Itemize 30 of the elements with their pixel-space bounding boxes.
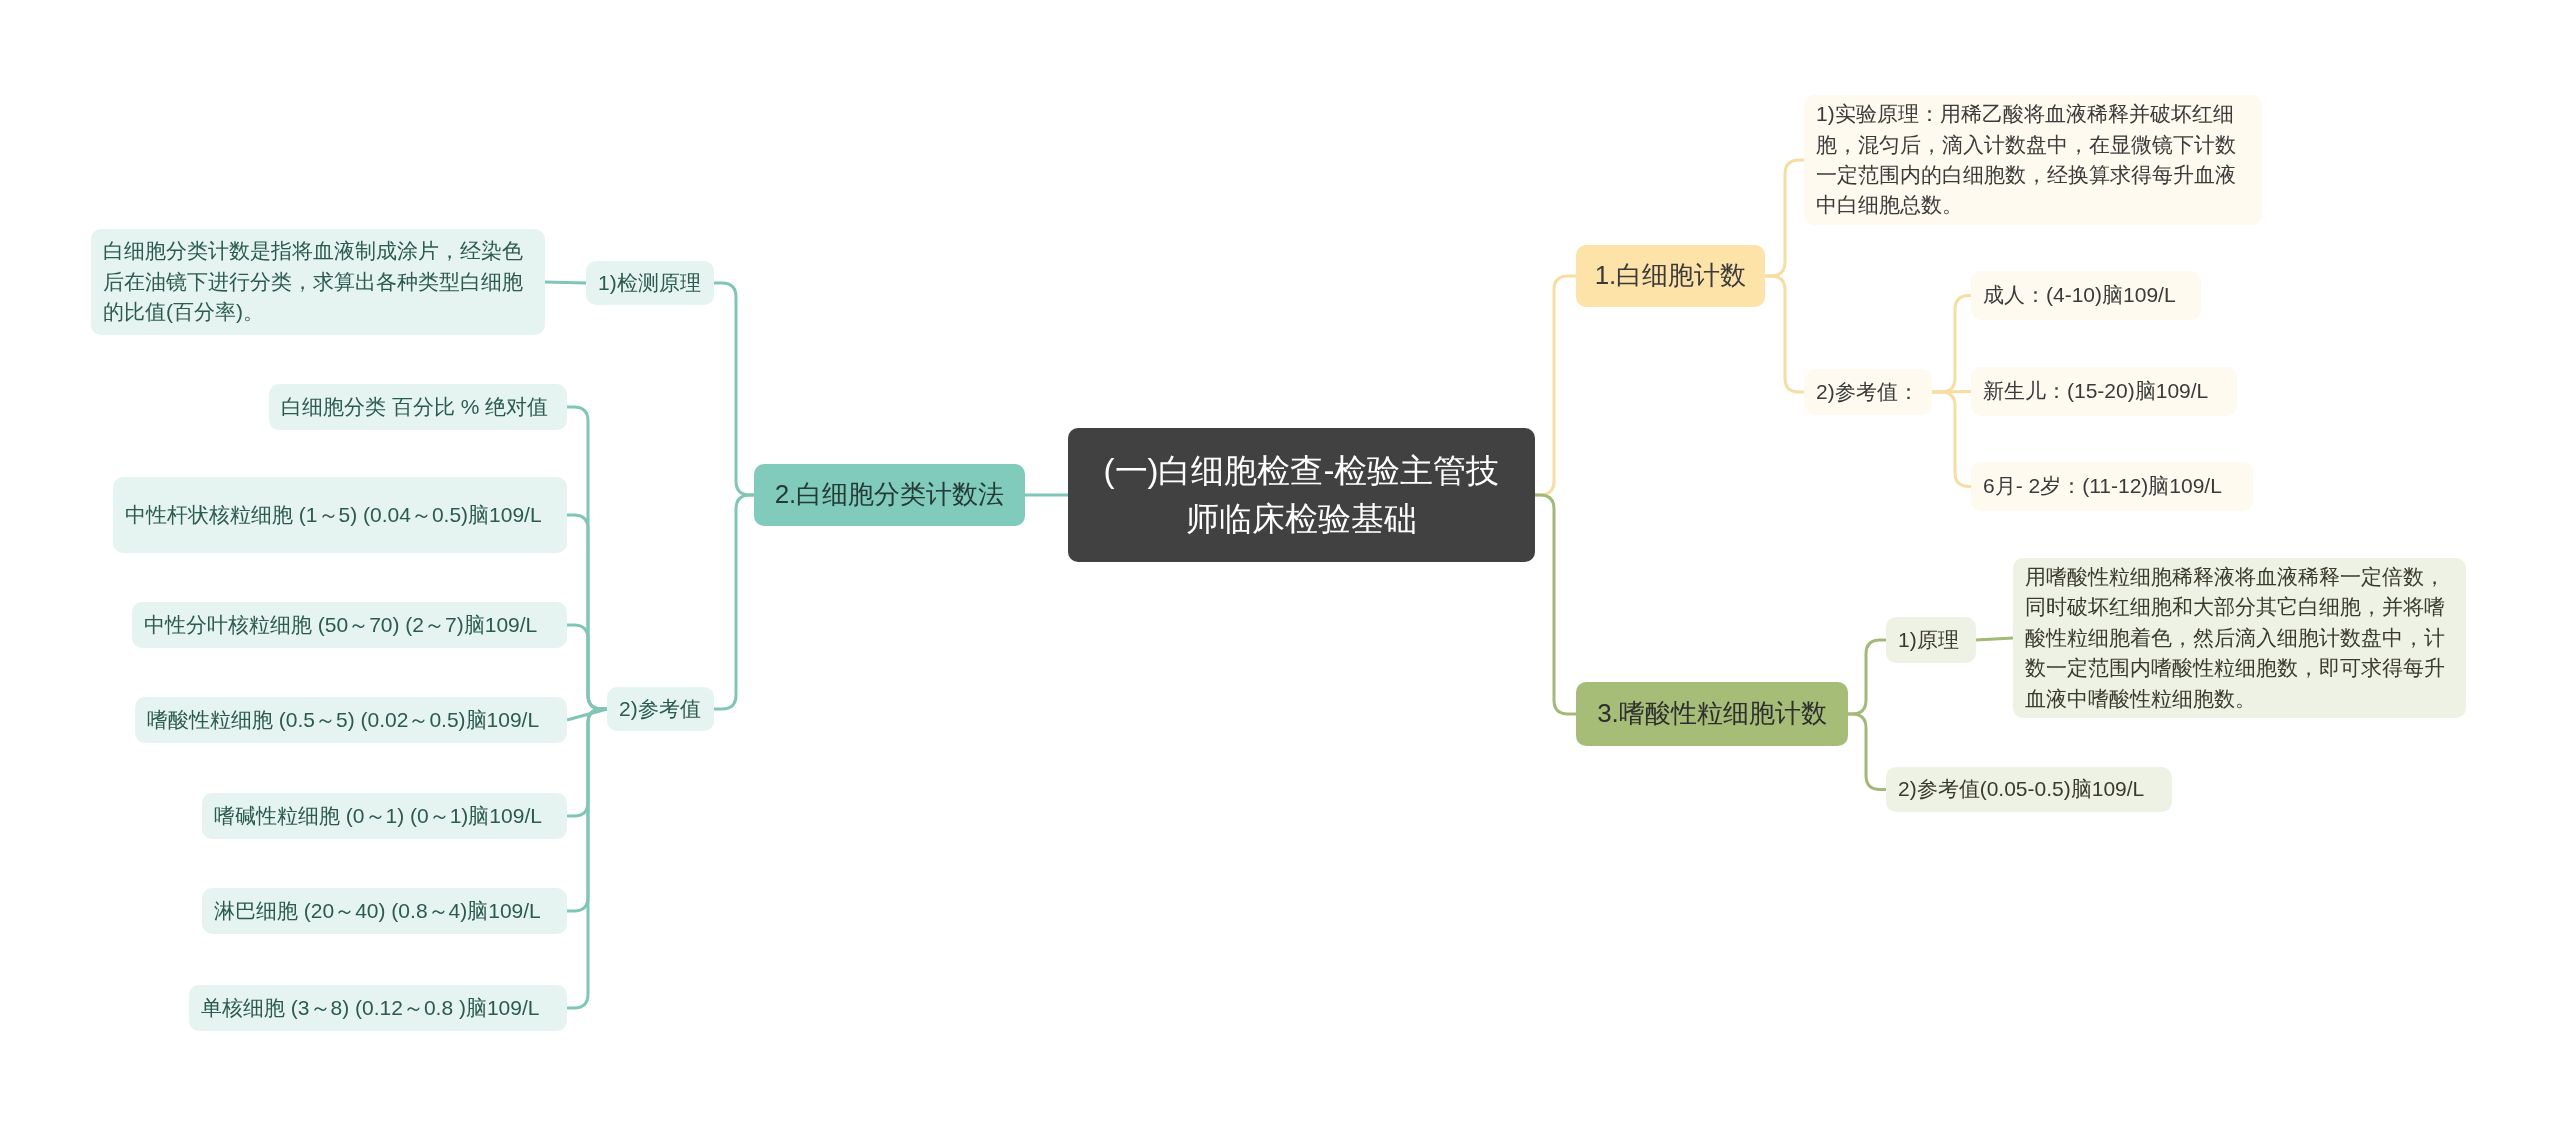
subtopic-box: 单核细胞 (3～8) (0.12～0.8 )脑109/L [189,985,567,1031]
connector-line [1932,390,1971,488]
subtopic-box: 用嗜酸性粒细胞稀释液将血液稀释一定倍数，同时破坏红细胞和大部分其它白细胞，并将嗜酸性粒细胞着色，然后滴入细胞计数盘中，计数一定范围内嗜酸性粒细胞数，即可求得每升血液中嗜酸性粒细胞数。 [2013,558,2466,718]
subtopic-box: 成人：(4-10)脑109/L [1971,271,2201,320]
connector-line [714,493,754,711]
subtopic-box: 1)原理 [1886,617,1976,663]
subtopic-box: 白细胞分类计数是指将血液制成涂片，经染色后在油镜下进行分类，求算出各种类型白细胞的比值(百分率)。 [91,229,545,335]
subtopic-box: 1)检测原理 [586,261,714,305]
subtopic-box: 嗜酸性粒细胞 (0.5～5) (0.02～0.5)脑109/L [135,697,567,743]
connector-line [1931,390,1972,394]
connector-line [544,280,587,285]
subtopic-box: 白细胞分类 百分比 % 绝对值 [269,384,567,430]
connector-line [1975,636,2014,642]
connector-line [1025,493,1068,497]
subtopic-box: 2)参考值(0.05-0.5)脑109/L [1886,767,2172,812]
subtopic-box: 2)参考值： [1804,369,1932,415]
topic-box: 3.嗜酸性粒细胞计数 [1576,682,1848,746]
subtopic-box: 6月- 2岁：(11-12)脑109/L [1971,462,2253,511]
subtopic-box: 中性分叶核粒细胞 (50～70) (2～7)脑109/L [132,602,567,648]
subtopic-box: 1)实验原理：用稀乙酸将血液稀释并破坏红细胞，混匀后，滴入计数盘中，在显微镜下计数一定范围内的白细胞数，经换算求得每升血液中白细胞总数。 [1804,95,2262,225]
subtopic-box: 嗜碱性粒细胞 (0～1) (0～1)脑109/L [202,793,567,839]
subtopic-box: 中性杆状核粒细胞 (1～5) (0.04～0.5)脑109/L [113,477,567,553]
connector-line [1535,493,1576,716]
subtopic-box: 新生儿：(15-20)脑109/L [1971,367,2237,416]
subtopic-box: 2)参考值 [607,687,714,731]
topic-box: 1.白细胞计数 [1576,245,1765,307]
connector-line [567,707,607,1010]
topic-box: 2.白细胞分类计数法 [754,464,1025,526]
central-topic-box: (一)白细胞检查-检验主管技师临床检验基础 [1068,428,1535,562]
subtopic-box: 淋巴细胞 (20～40) (0.8～4)脑109/L [202,888,567,934]
